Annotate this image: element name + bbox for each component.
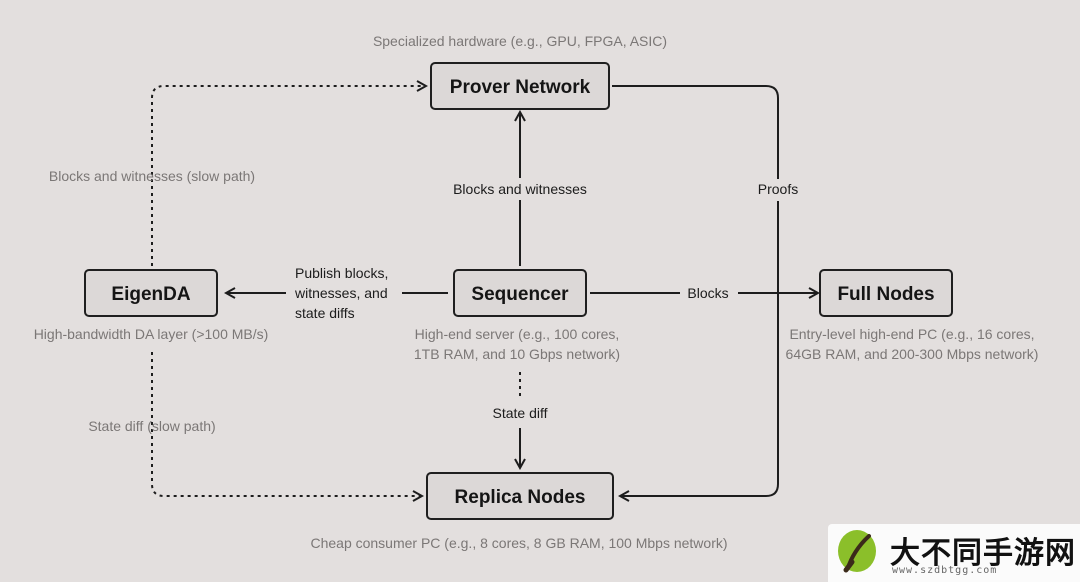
edge-prover-to-replica [612,85,779,496]
edge-eigenda-to-prover [151,86,426,266]
edge-label-sequencer-to-replica: State diff [492,405,547,421]
note-replica-nodes: Cheap consumer PC (e.g., 8 cores, 8 GB R… [310,535,727,551]
node-full-nodes: Full Nodes [819,269,953,317]
edge-label-sequencer-to-prover: Blocks and witnesses [453,181,587,197]
edge-eigenda-to-replica [151,352,422,496]
node-eigenda: EigenDA [84,269,218,317]
note-full-nodes-line-1: Entry-level high-end PC (e.g., 16 cores, [789,326,1034,342]
edge-label-eigenda-to-prover: Blocks and witnesses (slow path) [49,168,255,184]
note-prover-network: Specialized hardware (e.g., GPU, FPGA, A… [373,33,667,49]
edge-label-prover-to-replica: Proofs [758,181,798,197]
note-sequencer-line-1: High-end server (e.g., 100 cores, [415,326,620,342]
node-prover-network: Prover Network [430,62,610,110]
note-full-nodes-line-2: 64GB RAM, and 200-300 Mbps network) [786,346,1039,362]
edge-label-eigenda-to-replica: State diff (slow path) [88,418,215,434]
node-label-replica-nodes: Replica Nodes [455,487,586,508]
edge-label-sequencer-to-eigenda-3: state diffs [295,305,355,321]
site-watermark: 大不同手游网 www.szdbtgg.com [828,524,1080,582]
node-label-sequencer: Sequencer [471,284,569,305]
node-label-eigenda: EigenDA [111,284,190,305]
node-label-prover-network: Prover Network [450,77,591,98]
leaf-logo-icon [838,530,876,573]
node-label-full-nodes: Full Nodes [837,284,934,305]
node-replica-nodes: Replica Nodes [426,472,614,520]
watermark-title: 大不同手游网 [890,536,1076,571]
edge-label-sequencer-to-full-nodes: Blocks [687,285,728,301]
node-sequencer: Sequencer [453,269,587,317]
edge-label-sequencer-to-eigenda-1: Publish blocks, [295,265,388,281]
watermark-url: www.szdbtgg.com [892,565,998,576]
note-eigenda: High-bandwidth DA layer (>100 MB/s) [34,326,269,342]
note-sequencer-line-2: 1TB RAM, and 10 Gbps network) [414,346,620,362]
edge-label-sequencer-to-eigenda-2: witnesses, and [294,285,388,301]
